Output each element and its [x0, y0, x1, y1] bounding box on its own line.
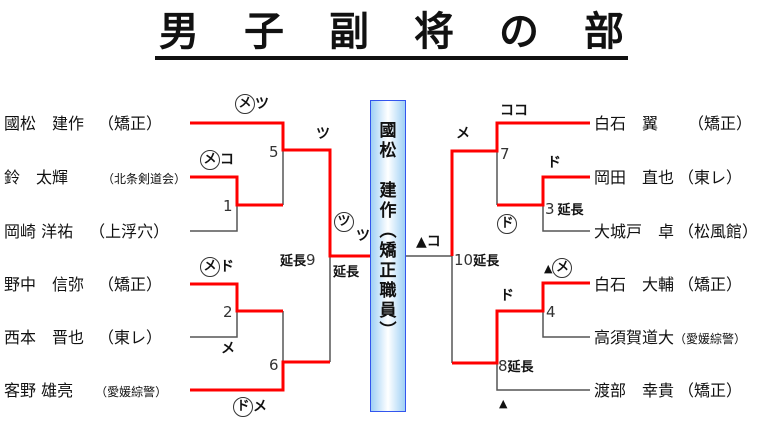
champion-name: 國松建作︵矯正職員︶	[379, 121, 397, 341]
left-player-2: 鈴 太輝（北条剣道会）	[4, 168, 187, 187]
line-p2-win	[190, 175, 283, 207]
score-annotation: メツ	[235, 94, 269, 114]
line-r1-win	[450, 121, 590, 256]
match-number-4: 4	[546, 303, 556, 321]
match-number-5: 5	[269, 143, 279, 161]
score-annotation: ツツ	[334, 212, 370, 244]
left-player-4: 野中 信弥（矯正）	[4, 275, 163, 294]
score-annotation: メ	[456, 126, 470, 142]
line-r4-win	[452, 281, 590, 365]
winner-lines	[190, 121, 590, 392]
champion-box: 國松建作︵矯正職員︶	[370, 100, 406, 412]
score-annotation: ド	[500, 288, 514, 304]
match-8-label: 8延長	[498, 357, 534, 375]
line-p3	[190, 205, 238, 232]
right-player-6: 渡部 幸貴（矯正）	[594, 381, 743, 400]
title-char: 将	[414, 9, 454, 55]
score-annotation: メド	[200, 257, 234, 277]
right-player-1: 白石 翼（矯正）	[594, 114, 753, 133]
line-r5	[542, 311, 590, 338]
line-p4-win	[190, 282, 283, 313]
line-r6	[496, 363, 590, 391]
extension-label: 延長	[333, 265, 360, 280]
page-title: 男 子 副 将 の 部	[155, 8, 628, 60]
title-char: 子	[244, 9, 284, 55]
title-char: 男	[159, 9, 199, 55]
match-number-2: 2	[223, 303, 233, 321]
left-player-6: 客野 雄亮（愛媛綜警）	[4, 381, 168, 400]
score-annotation: メコ	[200, 150, 234, 170]
right-player-2: 岡田 直也（東レ）	[594, 168, 743, 187]
score-annotation: ドメ	[233, 397, 267, 417]
score-annotation: ツ	[316, 126, 330, 142]
score-annotation: ココ	[500, 103, 528, 119]
title-char: の	[499, 9, 539, 55]
match-9-label: 延長9	[280, 251, 316, 269]
score-annotation: ▲メ	[544, 258, 573, 278]
line-r3	[542, 205, 590, 232]
left-player-1: 國松 建作（矯正）	[4, 114, 163, 133]
match-number-7: 7	[500, 145, 510, 163]
match-number-6: 6	[269, 356, 279, 374]
line-p6-win	[190, 360, 330, 392]
loser-lines	[190, 150, 590, 391]
score-annotation: ド	[547, 155, 561, 171]
match-number-1: 1	[223, 197, 233, 215]
score-annotation: ド	[497, 214, 517, 234]
left-player-5: 西本 晋也（東レ）	[4, 328, 163, 347]
right-player-5: 高須賀道大（愛媛綜警）	[594, 328, 747, 347]
left-player-3: 岡崎 洋祐（上浮穴）	[4, 222, 170, 241]
match-10-label: 10延長	[454, 251, 500, 269]
score-annotation: ▲	[499, 397, 508, 410]
right-player-4: 白石 大輔（矯正）	[594, 275, 743, 294]
line-r2-win	[497, 175, 590, 207]
title-char: 部	[584, 9, 624, 55]
right-player-3: 大城戸 卓（松風館）	[594, 222, 759, 241]
score-annotation: メ	[221, 341, 235, 357]
line-p5	[190, 311, 238, 338]
line-p1-win	[190, 121, 370, 258]
score-annotation: ▲コ	[416, 234, 441, 250]
title-char: 副	[329, 9, 369, 55]
